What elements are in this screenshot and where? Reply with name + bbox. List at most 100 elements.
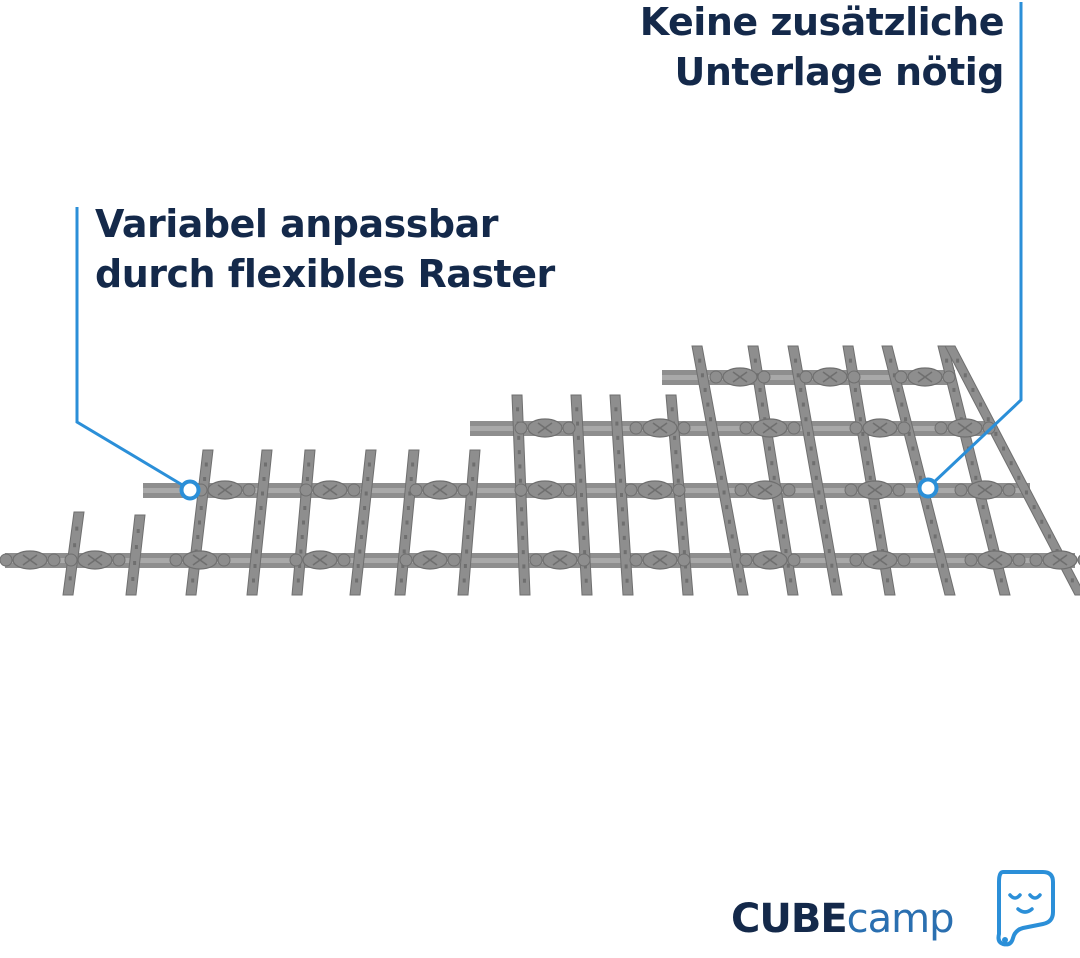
grid-slot	[856, 402, 860, 407]
brand-name-light: camp	[846, 896, 955, 942]
grid-slot	[75, 526, 79, 531]
grid-slot	[889, 358, 893, 363]
grid-slot	[1024, 490, 1028, 495]
grid-slot	[711, 431, 715, 436]
grid-slot	[822, 519, 826, 524]
grid-slot	[580, 493, 583, 497]
grid-slot	[804, 417, 808, 422]
callout-leader-lines	[75, 2, 1023, 501]
grid-slot	[918, 475, 922, 480]
grid-slot	[199, 506, 203, 510]
grid-connector	[409, 483, 423, 497]
grid-joint-mark	[322, 484, 338, 496]
grid-slot	[409, 477, 413, 481]
grid-slot	[356, 564, 360, 568]
grid-connector	[1029, 553, 1043, 567]
grid-slot	[753, 358, 757, 363]
grid-slot	[670, 407, 674, 412]
grid-slot	[767, 446, 771, 451]
grid-slot	[786, 563, 790, 568]
grid-slot	[892, 373, 896, 378]
grid-slot	[848, 358, 852, 363]
grid-slot	[614, 407, 618, 412]
grid-slot	[1040, 519, 1044, 524]
grid-connector	[629, 553, 643, 567]
grid-joint-mark	[537, 484, 553, 496]
grid-slot	[363, 506, 367, 510]
grid-slot	[462, 578, 466, 583]
grid-connector	[577, 553, 591, 567]
grid-connector	[514, 483, 528, 497]
grid-connector	[897, 421, 911, 435]
grid-connector	[799, 370, 813, 384]
grid-slot	[307, 462, 311, 467]
grid-connector	[514, 421, 528, 435]
grid-slot	[466, 535, 470, 539]
grid-slot	[303, 506, 307, 510]
grid-slot	[988, 534, 992, 539]
grid-slot	[518, 464, 522, 469]
grid-slot	[467, 520, 471, 525]
grid-slot	[994, 431, 998, 436]
grid-slot	[579, 478, 583, 483]
grid-slot	[684, 564, 688, 569]
leader-line-right	[930, 2, 1023, 486]
grid-slot	[618, 464, 622, 469]
grid-slot	[868, 475, 872, 480]
grid-slot	[817, 490, 821, 495]
brand-name-bold: CUBE	[731, 896, 848, 942]
grid-slot	[300, 535, 304, 539]
grid-slot	[521, 550, 525, 555]
grid-slot	[730, 534, 734, 539]
grid-slot	[777, 505, 781, 510]
grid-slot	[801, 402, 805, 407]
grid-slot	[782, 534, 786, 539]
grid-slot	[974, 475, 978, 480]
grid-connector	[847, 370, 861, 384]
grid-slot	[619, 478, 623, 483]
grid-rail	[5, 563, 1075, 568]
grid-slot	[584, 578, 588, 583]
grid-slot	[725, 505, 729, 510]
grid-slat	[747, 345, 799, 596]
grid-slot	[809, 446, 813, 451]
grid-slot	[621, 521, 625, 526]
grid-slot	[517, 435, 521, 440]
grid-slot	[911, 446, 915, 451]
grid-connector	[624, 483, 638, 497]
grid-slot	[770, 461, 774, 466]
grid-slot	[198, 520, 201, 525]
grid-connector	[217, 553, 231, 567]
grid-slot	[367, 462, 371, 467]
grid-slot	[203, 477, 207, 481]
grid-slot	[956, 402, 960, 407]
grid-slot	[1032, 505, 1036, 510]
grid-connector	[964, 553, 978, 567]
grid-slot	[411, 462, 415, 467]
grid-slot	[259, 506, 263, 510]
grid-slot	[929, 519, 933, 524]
grid-slot	[952, 387, 956, 392]
grid-slot	[401, 564, 405, 568]
grid-joint-mark	[652, 554, 668, 566]
grid-slot	[471, 477, 475, 481]
grid-connector	[942, 370, 956, 384]
grid-slot	[789, 578, 793, 583]
grid-joint-mark	[87, 554, 103, 566]
grid-slot	[305, 477, 309, 481]
grid-connector	[629, 421, 643, 435]
grid-joint-mark	[652, 422, 668, 434]
grid-slot	[521, 535, 525, 540]
grid-slot	[933, 534, 937, 539]
grid-connector	[892, 483, 906, 497]
grid-slot	[915, 461, 919, 466]
grid-joint-mark	[977, 484, 993, 496]
grid-slot	[516, 407, 520, 412]
grid-slot	[719, 475, 723, 480]
grid-slot	[1009, 461, 1013, 466]
grid-connector	[677, 421, 691, 435]
grid-slot	[617, 450, 621, 455]
grid-connector	[677, 553, 691, 567]
grid-slat	[842, 345, 896, 596]
